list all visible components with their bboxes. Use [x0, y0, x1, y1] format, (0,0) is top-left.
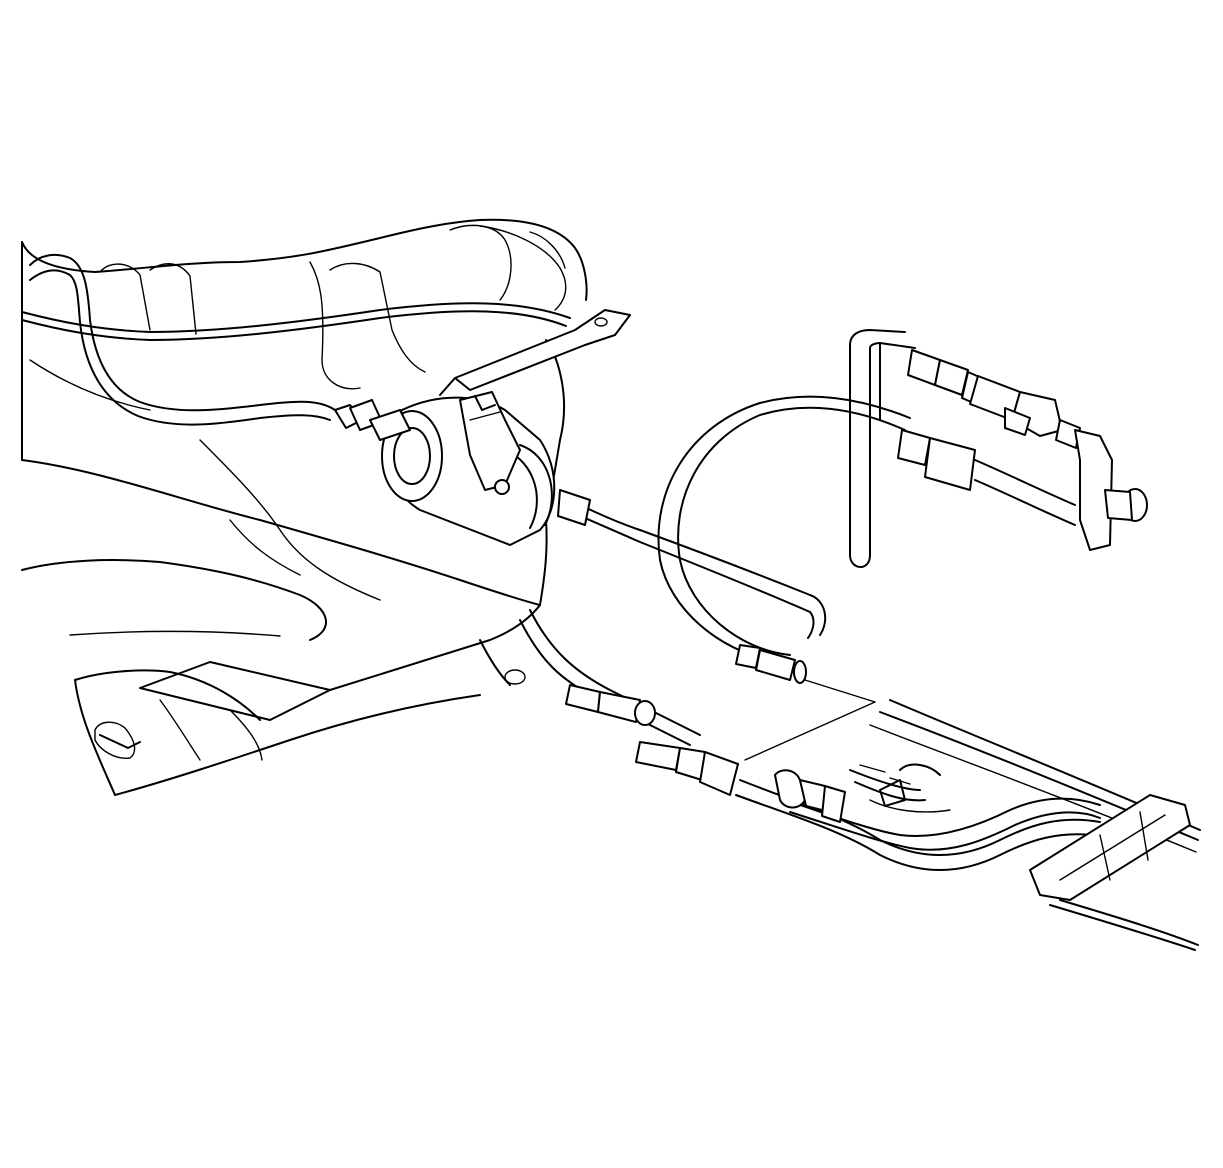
- inset-leader-lines: [744, 679, 911, 785]
- line-retainer-clip: [1029, 794, 1191, 901]
- inset-detail-lines: [849, 329, 1148, 568]
- fuel-tank: [21, 218, 588, 796]
- filter-retaining-clip: [459, 391, 521, 495]
- tank-strap-bracket: [439, 309, 631, 396]
- fuel-return-line: [657, 395, 911, 684]
- fuel-feed-line: [334, 399, 827, 796]
- quick-connect-fittings: [774, 769, 846, 823]
- evap-vent-line: [29, 253, 336, 426]
